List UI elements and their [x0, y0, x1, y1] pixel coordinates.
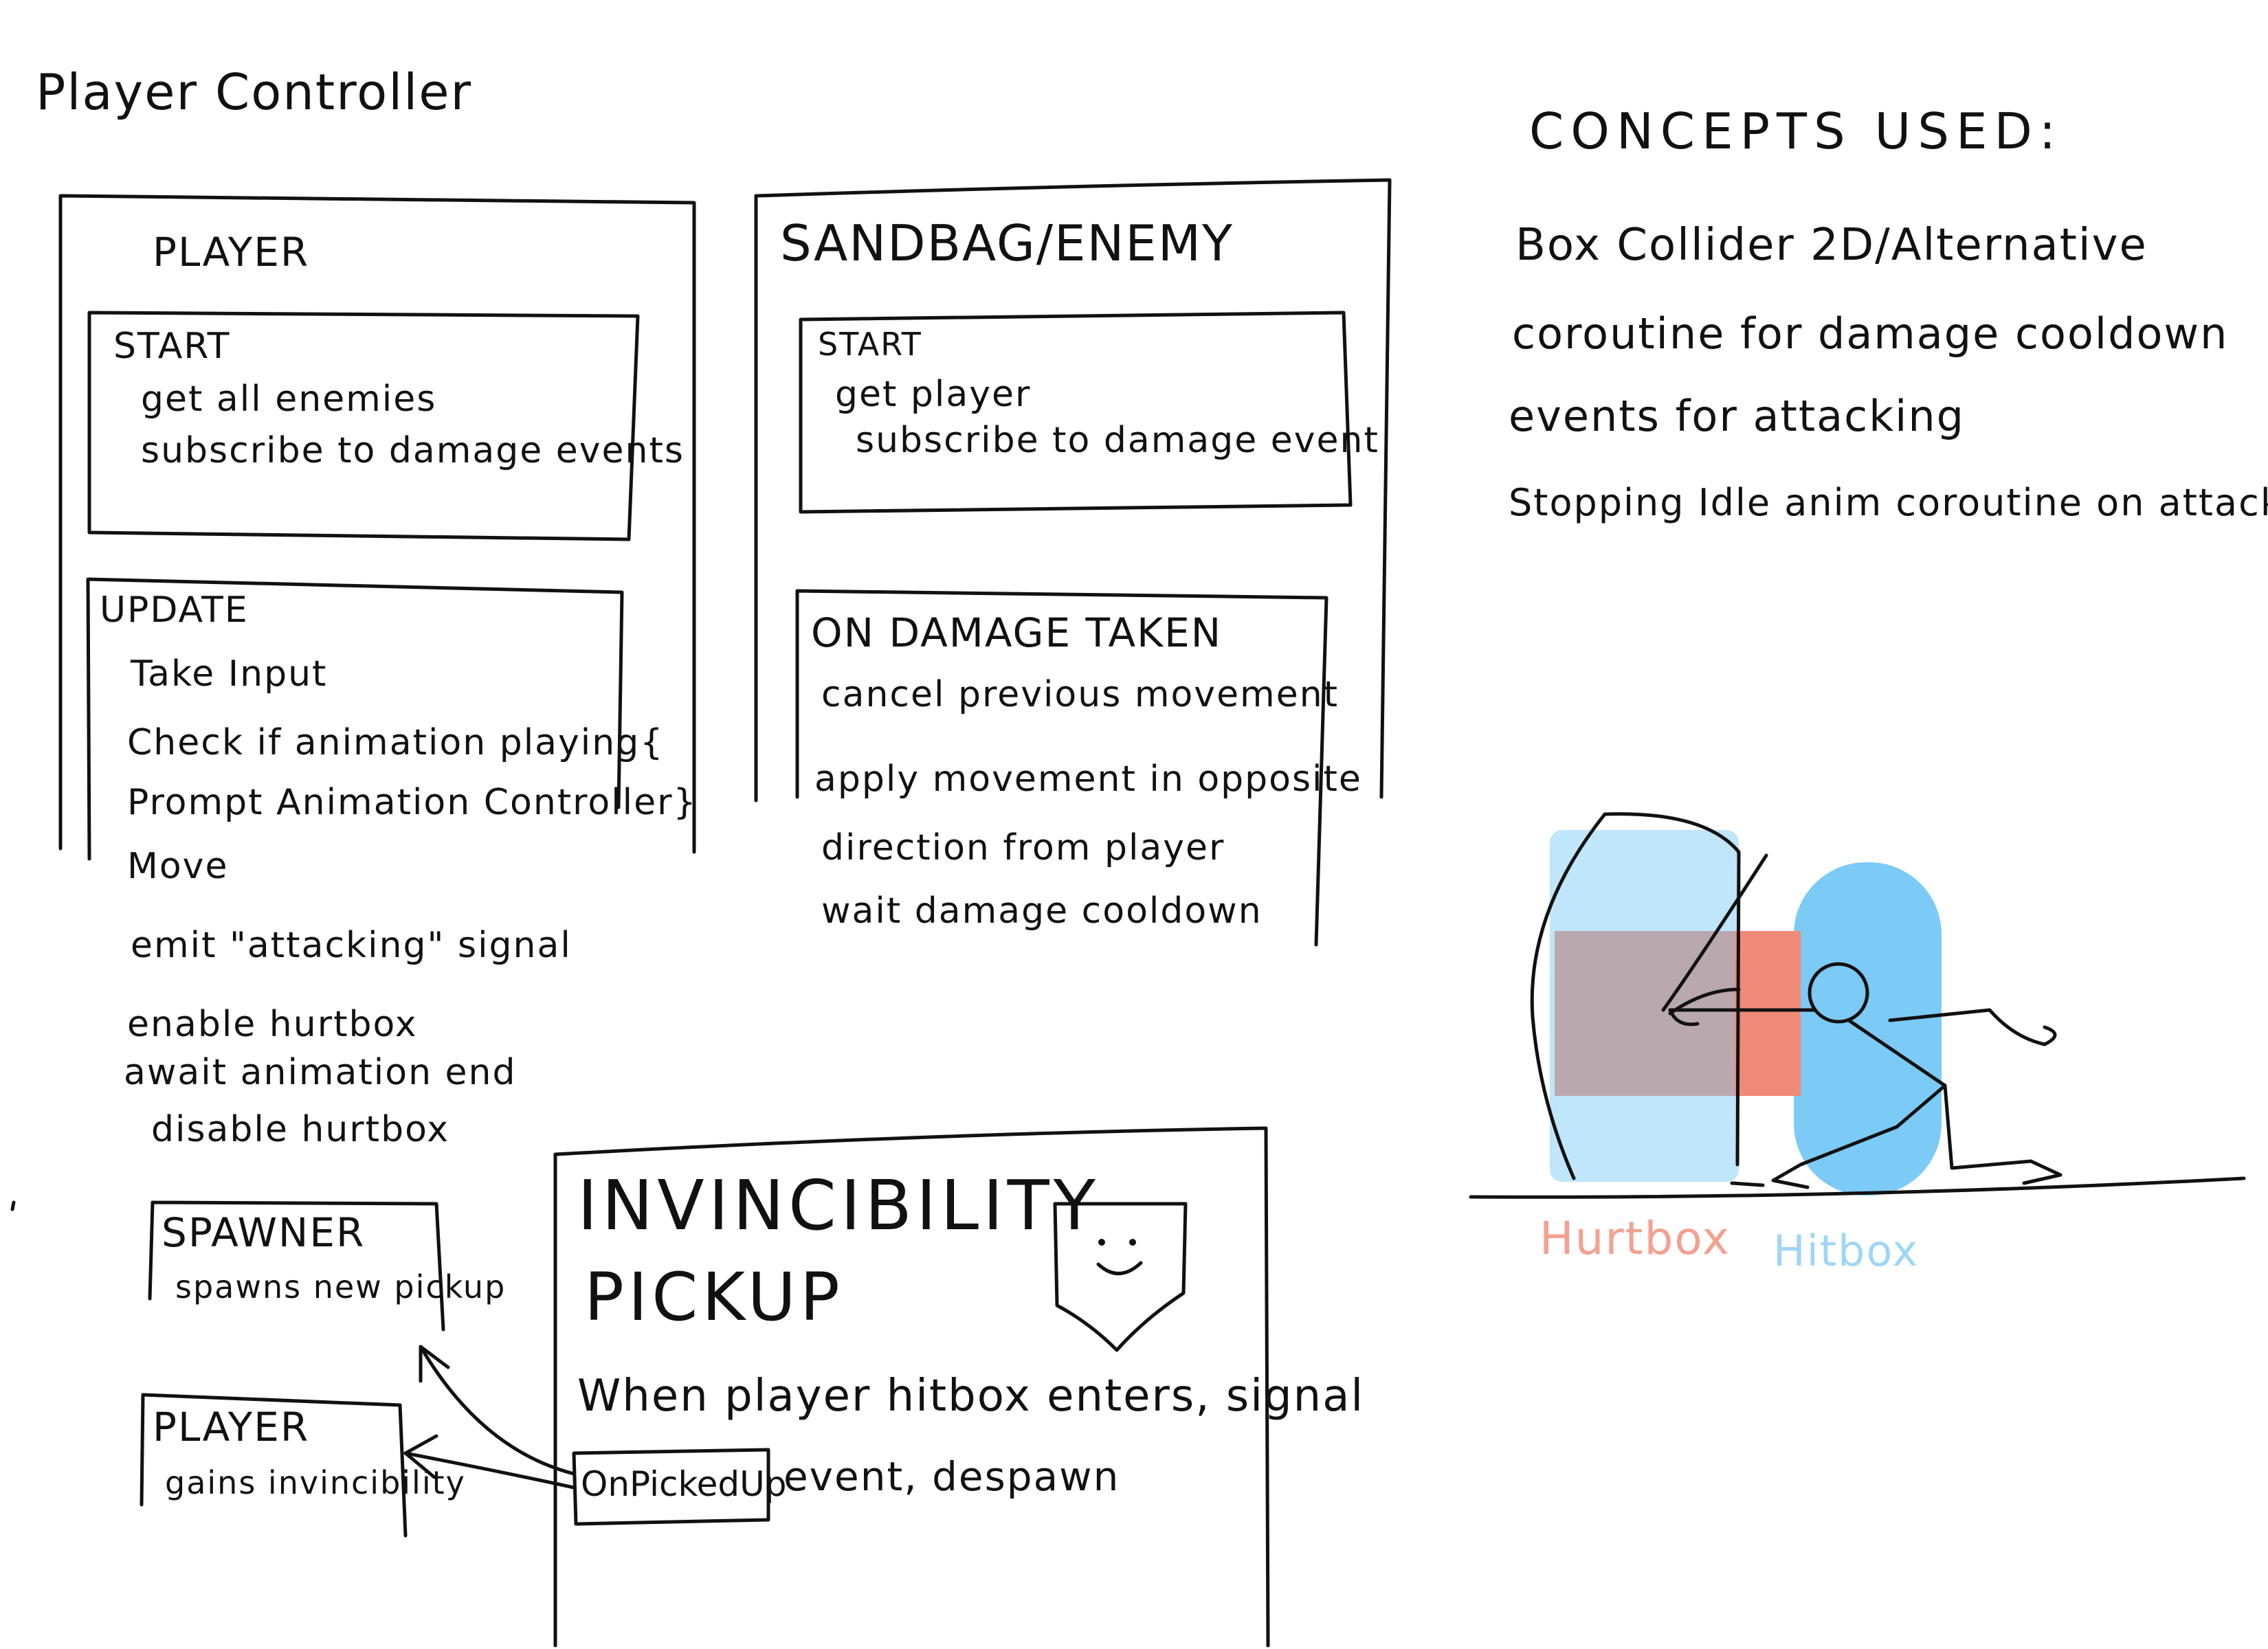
player-update-line-7: await animation end — [124, 1052, 517, 1093]
pickup-title-line-2: PICKUP — [584, 1259, 844, 1336]
enemy-start-outline — [799, 311, 1353, 514]
player-start-line-1: get all enemies — [141, 379, 437, 420]
pickup-panel-outline — [553, 1126, 1270, 1648]
arrow-to-player — [403, 1451, 576, 1490]
player-update-line-4: Move — [127, 846, 229, 887]
smiley-shield-icon — [1053, 1202, 1188, 1352]
enemy-ondamage-line-1: cancel previous movement — [821, 674, 1339, 715]
player-update-heading: UPDATE — [100, 590, 249, 631]
event-name-outline — [572, 1448, 770, 1526]
arrow-to-spawner-head — [419, 1345, 450, 1383]
enemy-start-line-2: subscribe to damage event — [856, 420, 1379, 461]
pickup-event-name[interactable]: OnPickedUp — [581, 1464, 787, 1504]
arrow-to-spawner — [419, 1345, 576, 1476]
player-panel-outline — [58, 194, 696, 854]
player-update-line-2: Check if animation playing{ — [127, 722, 665, 763]
enemy-panel-outline — [754, 178, 1392, 803]
ground-line — [1469, 1176, 2246, 1199]
page-title: Player Controller — [36, 63, 473, 121]
player-update-line-1: Take Input — [131, 653, 328, 695]
spawner-heading: SPAWNER — [162, 1209, 366, 1256]
hurtbox-label: Hurtbox — [1539, 1212, 1731, 1265]
enemy-start-line-1: get player — [835, 374, 1032, 415]
pickup-description-after: event, despawn — [783, 1453, 1120, 1500]
player-update-line-8: disable hurtbox — [151, 1109, 450, 1150]
enemy-ondamage-line-2: apply movement in opposite — [814, 759, 1362, 800]
player-update-line-3: Prompt Animation Controller} — [127, 782, 698, 823]
enemy-ondamage-outline — [795, 589, 1328, 947]
overlap-rect — [1555, 931, 1735, 1096]
pickup-description: When player hitbox enters, signal — [577, 1371, 1365, 1422]
spawner-line: spawns new pickup — [175, 1268, 507, 1305]
enemy-ondamage-line-4: wait damage cooldown — [821, 890, 1263, 932]
concept-item-1: Box Collider 2D/Alternative — [1515, 220, 2148, 271]
player-update-outline — [86, 577, 624, 861]
hurtbox-rect — [1732, 931, 1801, 1096]
small-player-line: gains invincibility — [165, 1464, 466, 1501]
player-panel-title: PLAYER — [153, 229, 310, 276]
hitbox-illustration — [1469, 812, 2246, 1199]
enemy-ondamage-heading: ON DAMAGE TAKEN — [811, 609, 1223, 656]
player-box-outline — [140, 1393, 408, 1538]
hitbox-label: Hitbox — [1773, 1226, 1920, 1276]
concept-item-3: events for attacking — [1509, 391, 1966, 441]
player-start-line-2: subscribe to damage events — [141, 430, 685, 471]
player-start-heading: START — [113, 326, 231, 367]
enemy-ondamage-line-3: direction from player — [821, 827, 1225, 868]
player-update-line-5: emit "attacking" signal — [131, 925, 572, 966]
small-player-heading: PLAYER — [153, 1404, 310, 1450]
concept-item-4: Stopping Idle anim coroutine on attack — [1509, 481, 2268, 524]
concepts-heading: CONCEPTS USED: — [1529, 102, 2063, 160]
player-start-outline — [87, 311, 640, 541]
enemy-start-heading: START — [818, 326, 922, 363]
player-update-line-6: enable hurtbox — [127, 1004, 418, 1045]
arrow-to-player-head — [403, 1434, 438, 1479]
spawner-box-outline — [148, 1200, 445, 1332]
pickup-title-line-1: INVINCIBILITY — [577, 1165, 1100, 1246]
enemy-panel-title: SANDBAG/ENEMY — [780, 214, 1234, 272]
hitbox-player-rect — [1794, 862, 1942, 1196]
concept-item-2: coroutine for damage cooldown — [1512, 309, 2229, 359]
